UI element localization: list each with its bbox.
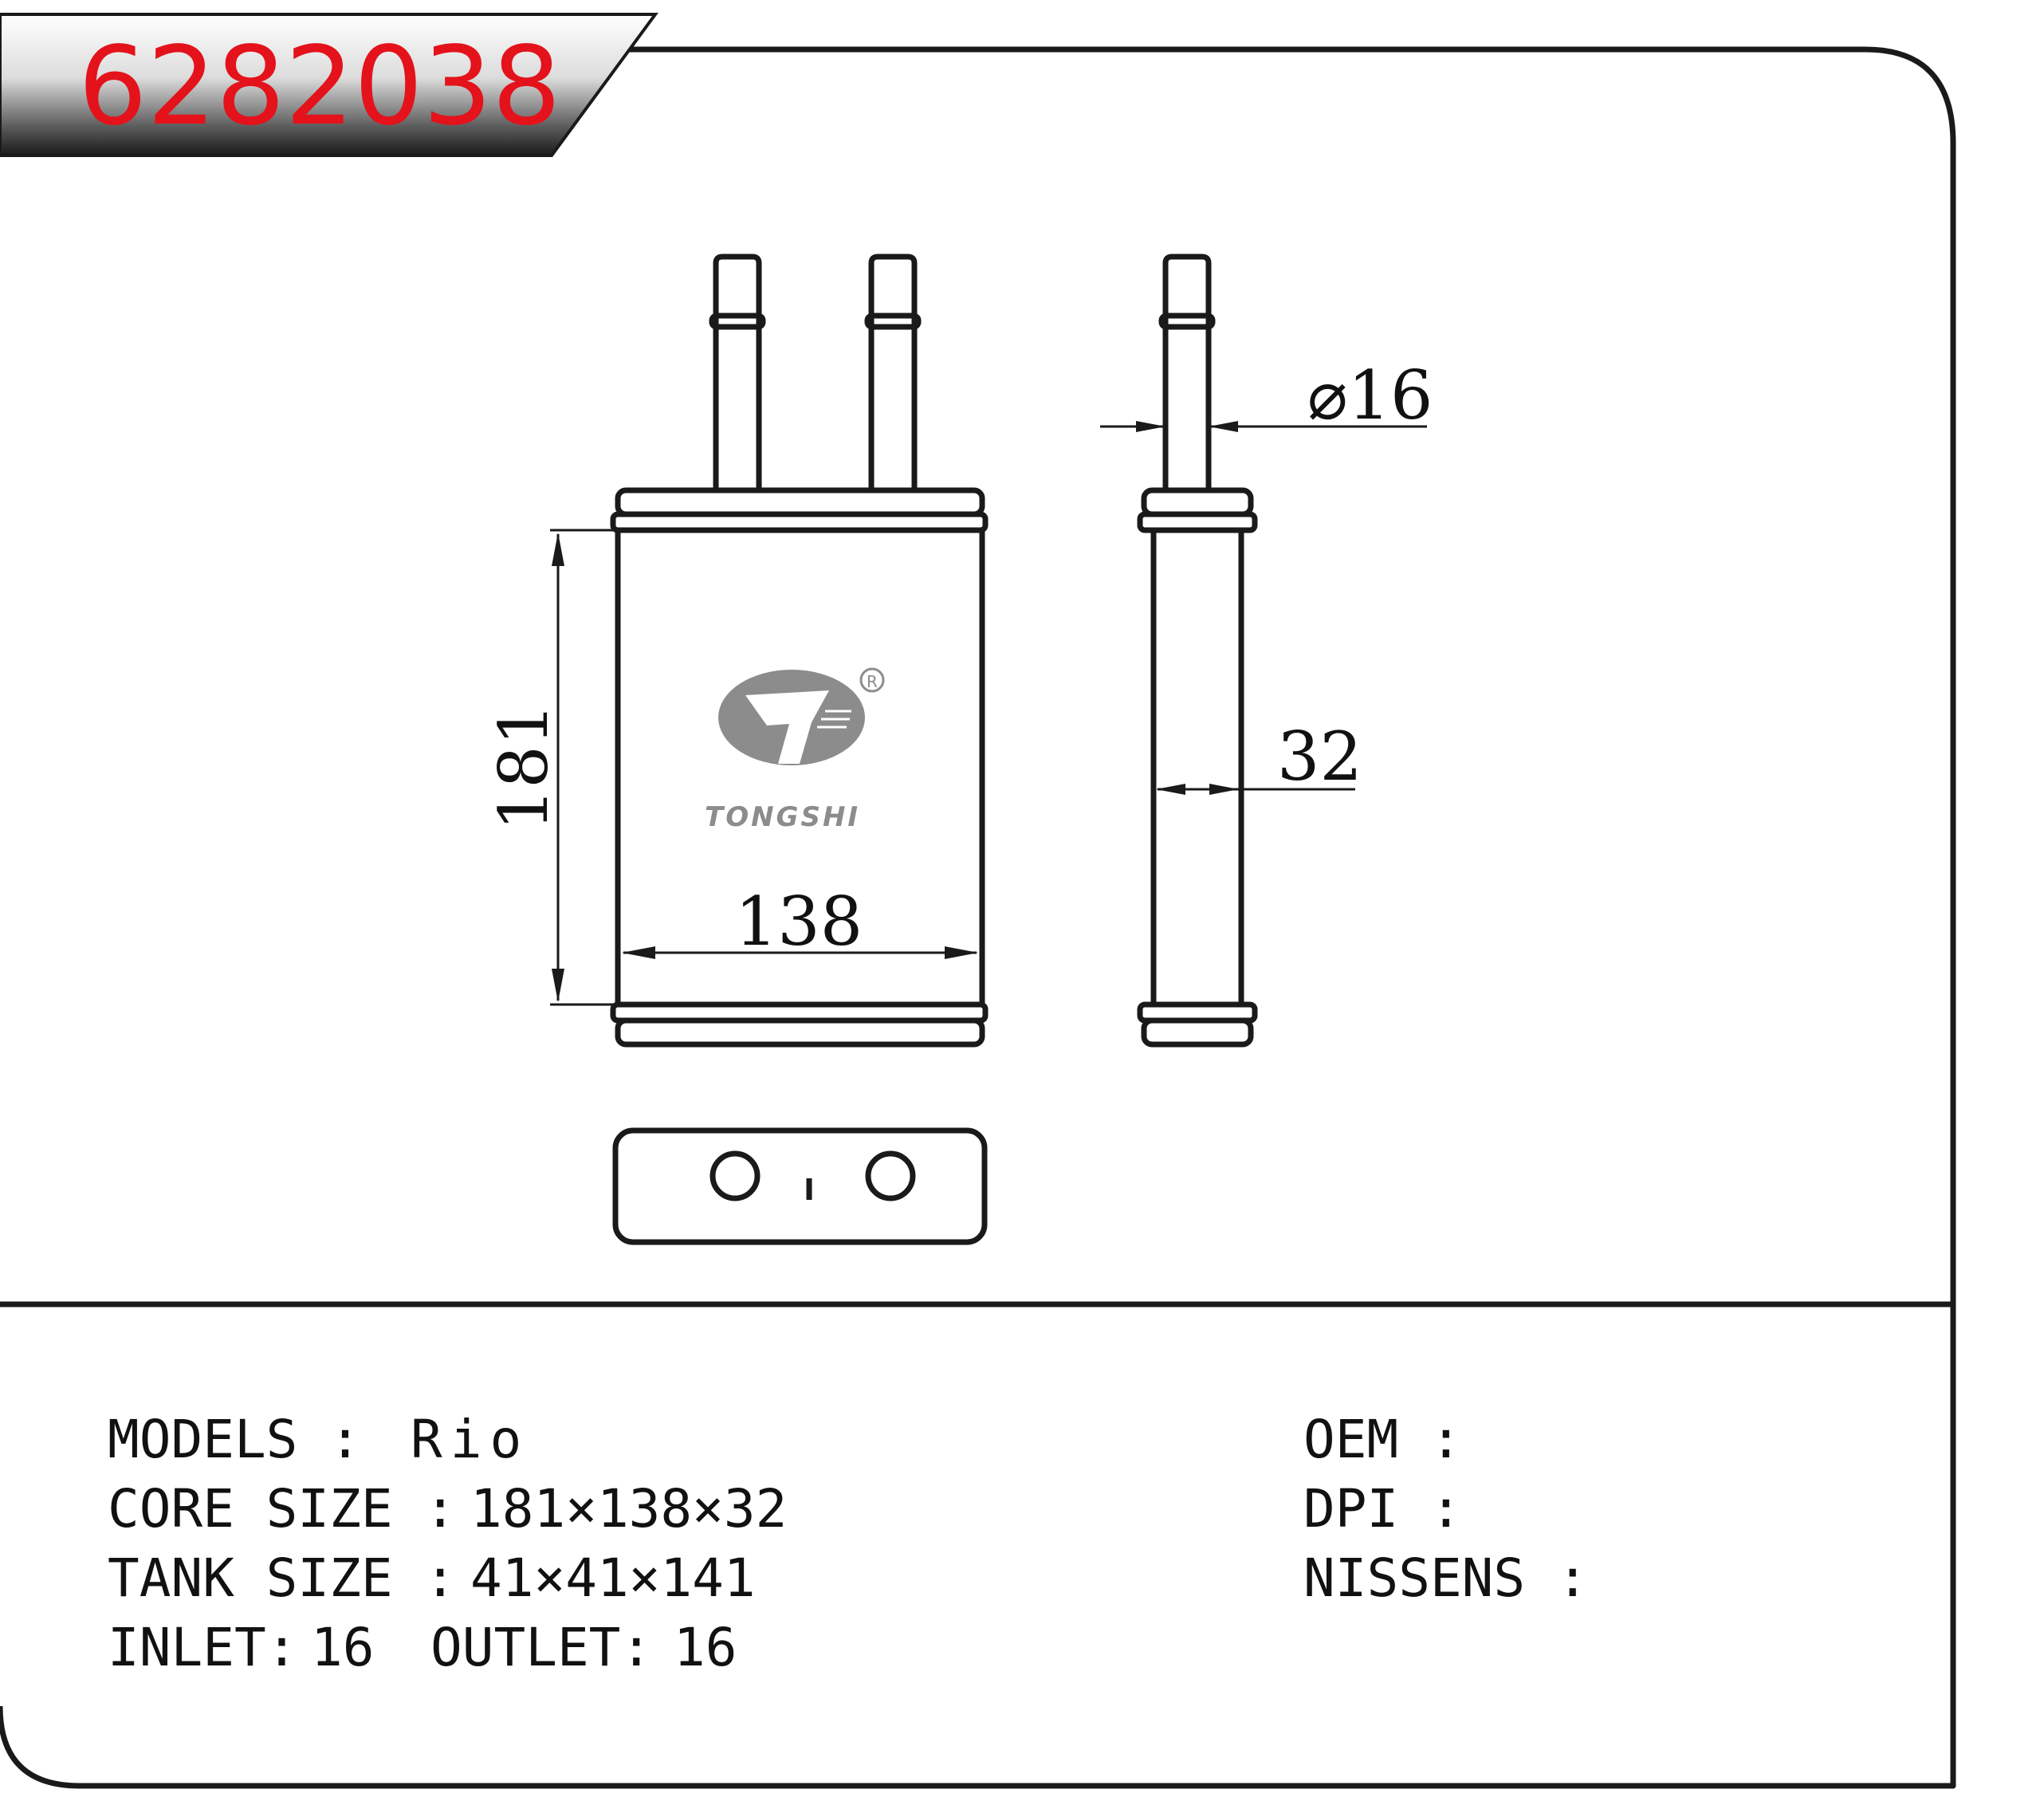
- outlet-pipe: [864, 254, 922, 490]
- depth-dimension: 32: [1156, 718, 1362, 796]
- registered-mark-icon: [859, 667, 885, 693]
- side-core: [1150, 527, 1244, 1008]
- outlet-port-icon: [865, 1150, 916, 1201]
- diameter-dimension: ⌀16: [1100, 356, 1433, 435]
- spec-list: MODELS : Rio CORE SIZE : 181×138×32 TANK…: [108, 1409, 1589, 1678]
- front-view: [610, 254, 989, 1048]
- top-view: [612, 1127, 988, 1245]
- side-pipe: [1158, 254, 1216, 490]
- height-dimension: 181: [485, 529, 618, 1006]
- tongshi-logo: R TONGSHI: [705, 667, 885, 833]
- oem-label: OEM :: [1303, 1409, 1462, 1470]
- title-banner: 6282038: [0, 13, 658, 157]
- registered-mark-letter: R: [867, 672, 878, 691]
- tank-size-value: 41×41×141: [470, 1547, 756, 1609]
- core-size-value: 181×138×32: [470, 1478, 787, 1539]
- side-view: [1137, 254, 1258, 1048]
- width-dimension: 138: [622, 883, 978, 961]
- tank-size-label: TANK SIZE :: [108, 1547, 456, 1609]
- depth-value: 32: [1277, 718, 1362, 796]
- inlet-label: INLET:: [108, 1617, 297, 1678]
- bottom-tank: [615, 1017, 985, 1048]
- sheet-frame: [0, 46, 1956, 1789]
- width-value: 138: [735, 883, 863, 961]
- nissens-label: NISSENS :: [1303, 1547, 1589, 1609]
- brand-name: TONGSHI: [705, 801, 860, 833]
- side-top-tank: [1141, 487, 1254, 517]
- part-number-title: 6282038: [78, 24, 561, 150]
- models-label: MODELS :: [108, 1409, 361, 1470]
- inlet-pipe: [709, 254, 766, 490]
- outlet-label: OUTLET:: [430, 1617, 652, 1678]
- top-tank: [615, 487, 985, 517]
- side-bottom-tank: [1141, 1017, 1254, 1048]
- core-size-label: CORE SIZE :: [108, 1478, 456, 1539]
- dpi-label: DPI :: [1303, 1478, 1462, 1539]
- inlet-port-icon: [710, 1150, 761, 1201]
- height-value: 181: [485, 703, 563, 831]
- diameter-value: ⌀16: [1307, 356, 1433, 435]
- inlet-value: 16: [311, 1617, 374, 1678]
- models-value: Rio: [411, 1409, 529, 1470]
- outlet-value: 16: [674, 1617, 737, 1678]
